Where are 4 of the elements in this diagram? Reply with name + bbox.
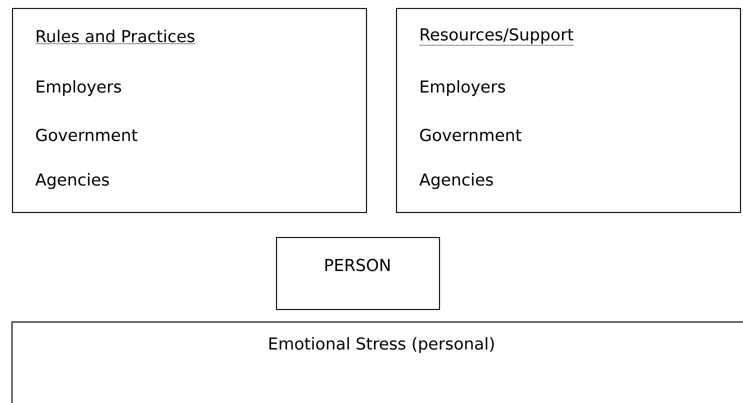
list-box: Rules and Practices Employers Government Agencies (12, 8, 367, 213)
text-box: PERSON (276, 237, 440, 310)
list-box: Resources/Support Employers Government Agencies (396, 8, 741, 213)
text-box: Emotional Stress (personal) (12, 322, 743, 403)
